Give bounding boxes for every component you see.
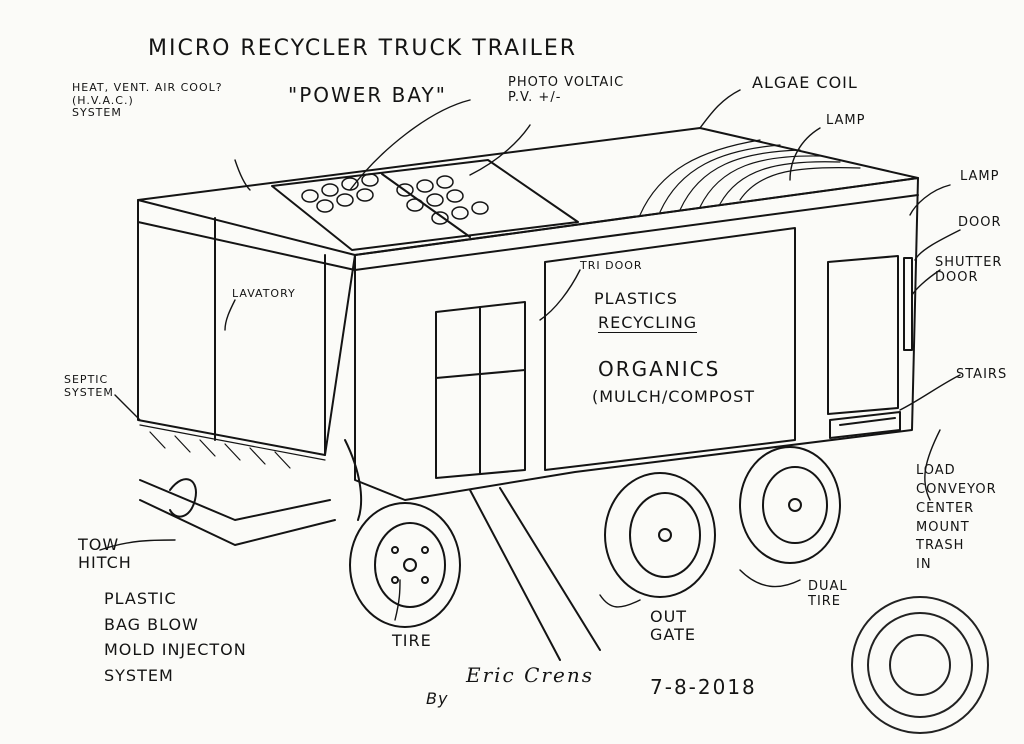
page-title: MICRO RECYCLER TRUCK TRAILER xyxy=(148,36,578,61)
signature-by: By xyxy=(426,689,449,708)
label-tow-hitch: TOW HITCH xyxy=(78,535,132,573)
label-door: DOOR xyxy=(958,215,1002,230)
panel-organics: ORGANICS xyxy=(598,357,721,381)
label-plastic-bag-system: PLASTIC BAG BLOW MOLD INJECTON SYSTEM xyxy=(104,589,247,685)
leader-lines xyxy=(99,89,961,621)
power-bay-stripe xyxy=(271,159,579,251)
label-photovoltaic: PHOTO VOLTAIC P.V. +/- xyxy=(508,75,625,105)
side-panel-frame xyxy=(544,227,796,471)
official-seal-stamp xyxy=(851,596,989,734)
label-septic: SEPTIC SYSTEM xyxy=(64,373,114,399)
bottom-hatch xyxy=(139,424,326,469)
signature-date: 7-8-2018 xyxy=(650,675,757,699)
panel-plastics: PLASTICS xyxy=(594,289,678,308)
pv-cells xyxy=(301,173,489,225)
tow-hitch xyxy=(139,479,331,521)
trailer-roof xyxy=(137,127,919,256)
label-out-gate: OUT GATE xyxy=(650,607,696,645)
algae-coil-hatch xyxy=(639,139,861,216)
front-end xyxy=(137,199,356,456)
label-dual-tire: DUAL TIRE xyxy=(808,579,848,609)
stairs xyxy=(829,411,901,439)
label-stairs: STAIRS xyxy=(956,367,1008,382)
front-tire xyxy=(349,502,461,628)
label-lamp-top: LAMP xyxy=(826,113,866,128)
panel-mulch-compost: (MULCH/COMPOST xyxy=(592,387,756,406)
label-tire: TIRE xyxy=(392,631,432,650)
label-algae-coil: ALGAE COIL xyxy=(752,73,858,92)
label-power-bay: "POWER BAY" xyxy=(288,83,447,107)
label-lamp-right: LAMP xyxy=(960,169,1000,184)
tri-door xyxy=(435,301,526,479)
label-load-conveyor: LOAD CONVEYOR CENTER MOUNT TRASH IN xyxy=(916,463,997,573)
dual-tire-2 xyxy=(739,446,841,564)
out-gate xyxy=(469,489,561,661)
label-tri-door: TRI DOOR xyxy=(580,259,643,272)
label-hvac: HEAT, VENT. AIR COOL? (H.V.A.C.) SYSTEM xyxy=(72,81,223,120)
rear-door xyxy=(827,255,899,415)
label-shutter-door: SHUTTER DOOR xyxy=(935,255,1003,285)
dual-tire-1 xyxy=(604,472,716,598)
label-lavatory: LAVATORY xyxy=(232,287,296,300)
panel-recycling: RECYCLING xyxy=(598,313,698,334)
signature-name: Eric Crens xyxy=(466,663,594,687)
trailer-side xyxy=(354,177,919,501)
